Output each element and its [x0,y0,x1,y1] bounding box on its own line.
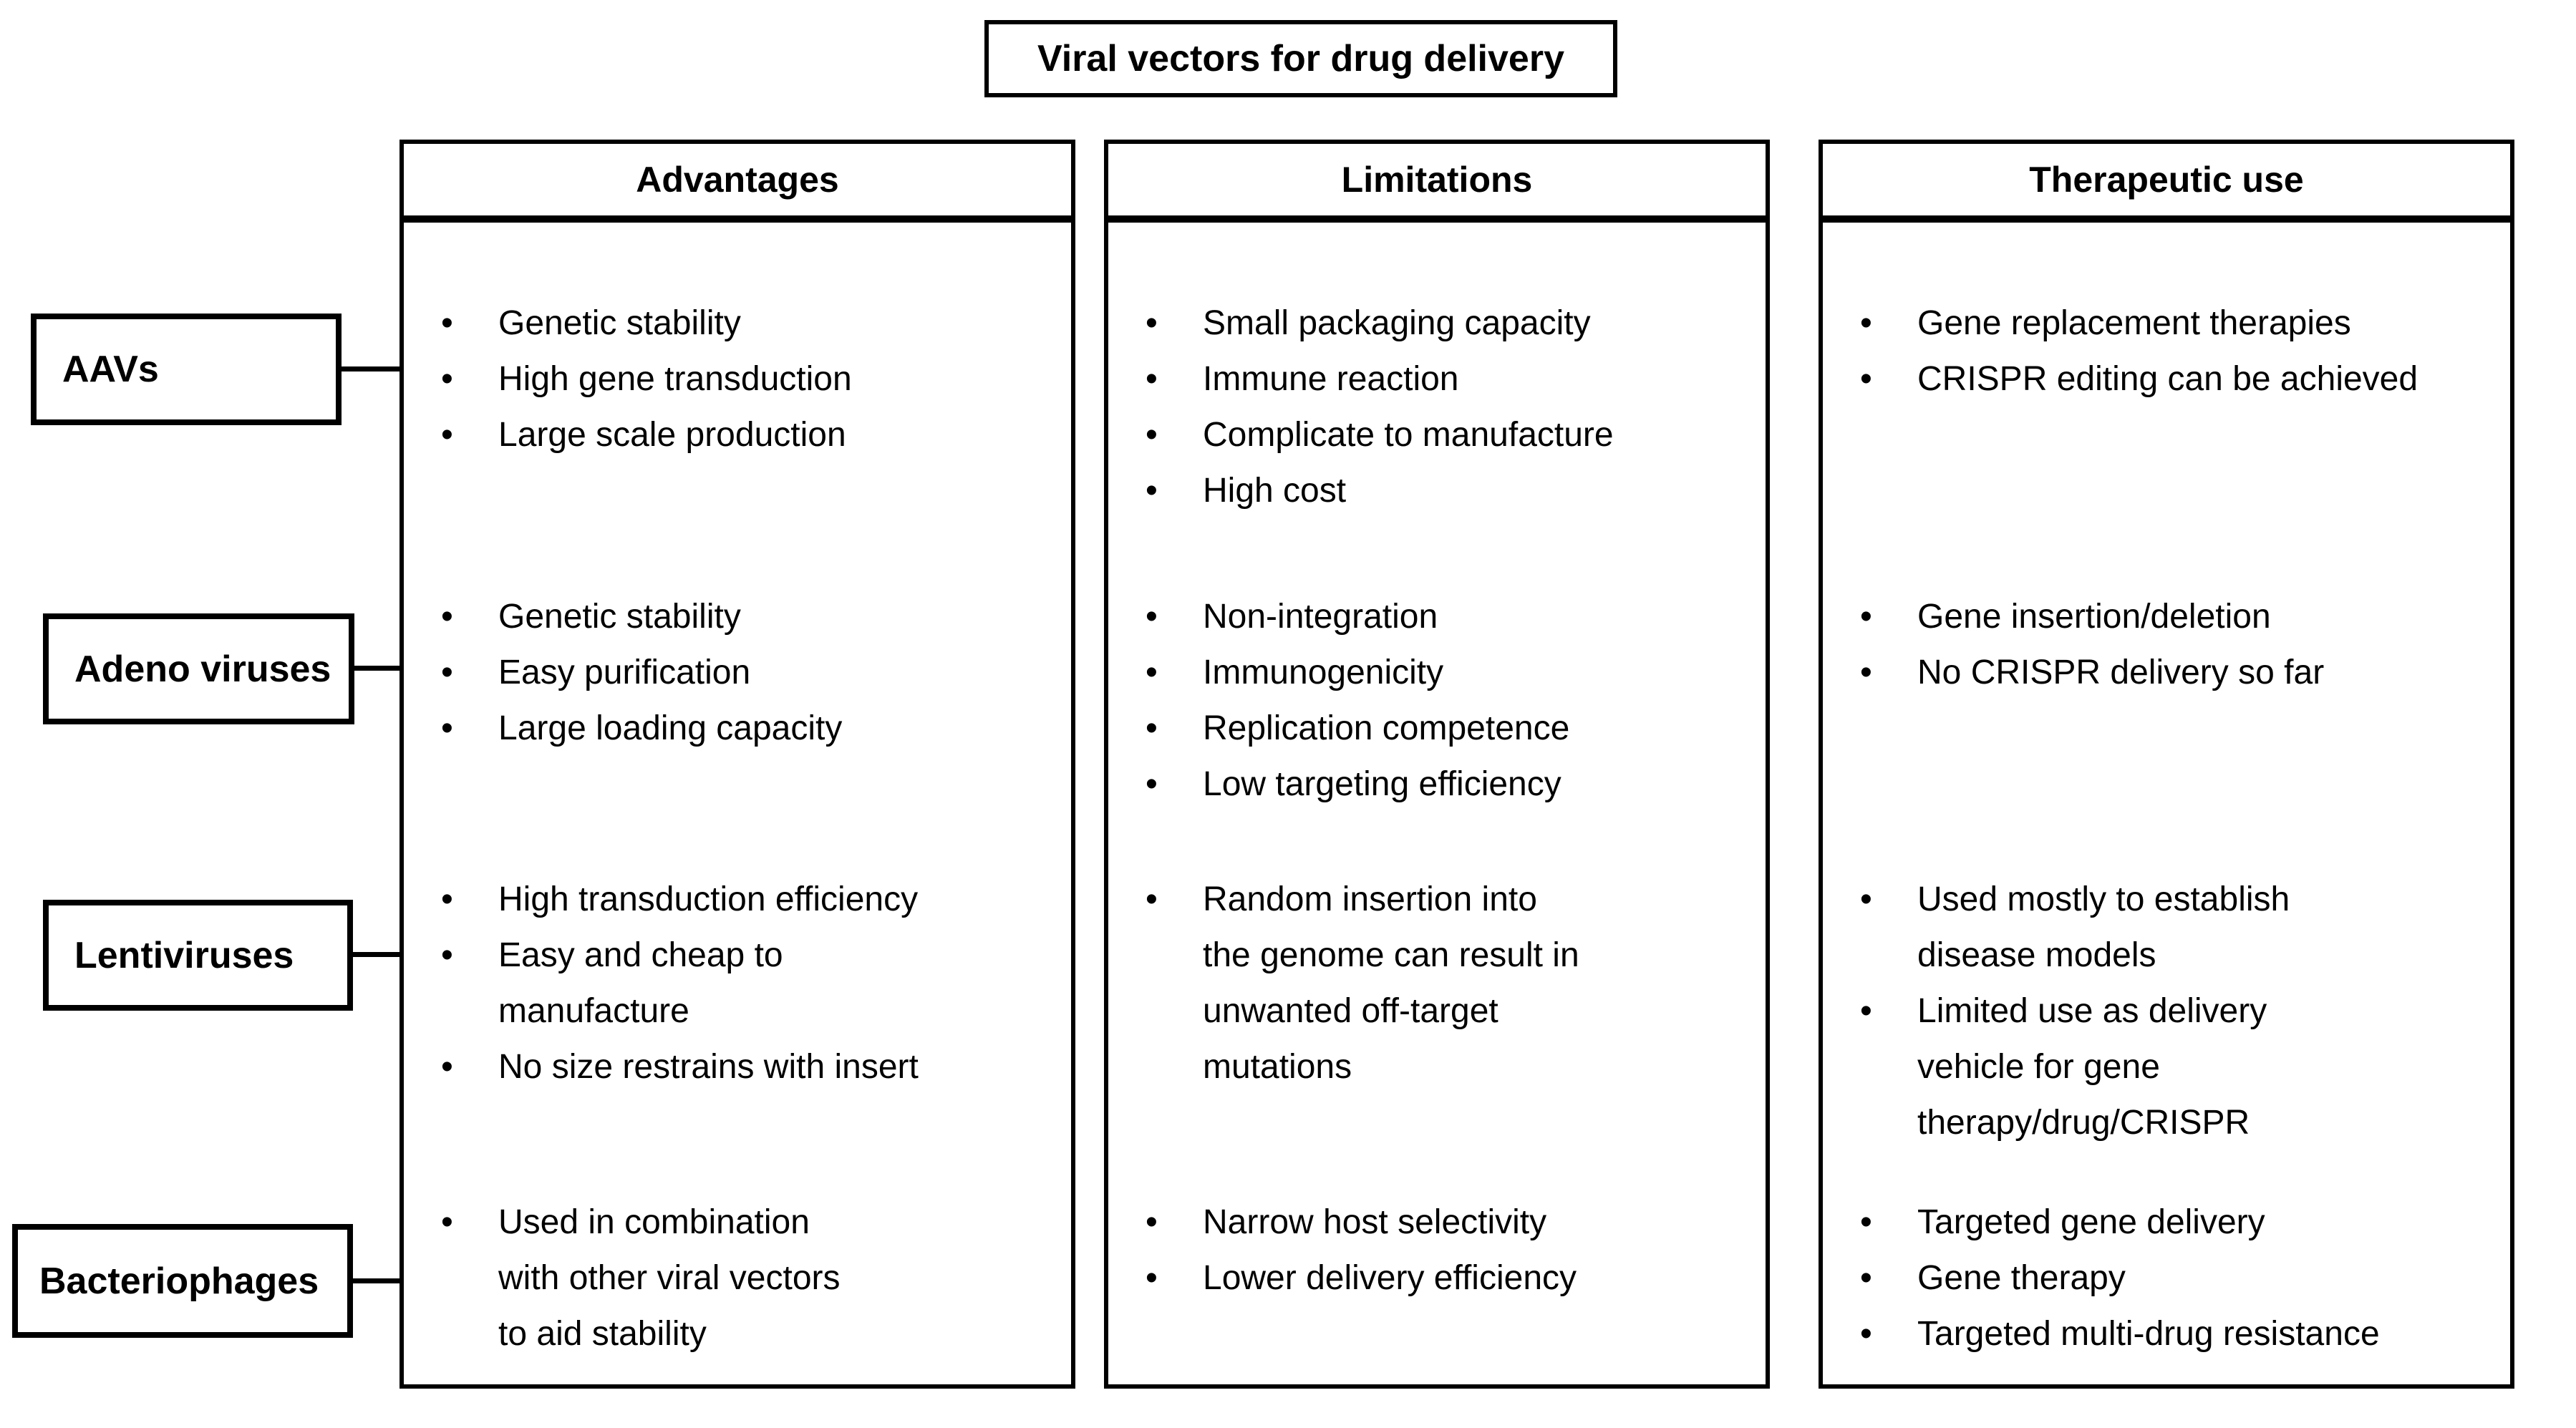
bullet-item: Genetic stability [404,589,1051,645]
bullet-item: Complicate to manufacture [1108,407,1745,463]
row-label-adeno-viruses-text: Adeno viruses [74,648,331,690]
bullet-item: Limited use as delivery vehicle for gene… [1823,983,2490,1151]
cell-aavs-therapeutic-use: Gene replacement therapiesCRISPR editing… [1823,296,2490,407]
cell-lentiviruses-therapeutic-use: Used mostly to establish disease modelsL… [1823,872,2490,1151]
bullet-item: Random insertion into the genome can res… [1108,872,1745,1095]
bullet-item: No CRISPR delivery so far [1823,645,2490,701]
bullet-item: Replication competence [1108,701,1745,757]
bullet-item: Gene replacement therapies [1823,296,2490,351]
connector-line-lentiviruses [352,952,403,957]
bullet-item: Narrow host selectivity [1108,1195,1745,1250]
bullet-item: High cost [1108,463,1745,519]
bullet-item: Gene therapy [1823,1250,2490,1306]
bullet-item: Immune reaction [1108,351,1745,407]
figure-title-box: Viral vectors for drug delivery [984,20,1617,97]
connector-line-adeno-viruses [353,666,403,671]
bullet-item: Targeted multi-drug resistance [1823,1306,2490,1362]
bullet-item: Easy and cheap to manufacture [404,928,1051,1039]
connector-line-aavs [340,366,403,371]
bullet-item: No size restrains with insert [404,1039,1051,1095]
column-header-advantages: Advantages [404,144,1071,223]
bullet-item: Large scale production [404,407,1051,463]
bullet-item: Small packaging capacity [1108,296,1745,351]
cell-lentiviruses-advantages: High transduction efficiencyEasy and che… [404,872,1051,1095]
cell-adeno-viruses-limitations: Non-integrationImmunogenicityReplication… [1108,589,1745,812]
bullet-item: CRISPR editing can be achieved [1823,351,2490,407]
bullet-item: High transduction efficiency [404,872,1051,928]
row-label-aavs: AAVs [31,314,342,425]
cell-lentiviruses-limitations: Random insertion into the genome can res… [1108,872,1745,1095]
bullet-item: Easy purification [404,645,1051,701]
bullet-item: Used mostly to establish disease models [1823,872,2490,983]
bullet-item: Lower delivery efficiency [1108,1250,1745,1306]
row-label-aavs-text: AAVs [62,349,159,390]
connector-line-bacteriophages [352,1278,403,1283]
bullet-item: Targeted gene delivery [1823,1195,2490,1250]
column-header-limitations: Limitations [1108,144,1766,223]
row-label-adeno-viruses: Adeno viruses [43,613,354,724]
column-limitations: Limitations Small packaging capacityImmu… [1104,140,1770,1389]
row-label-lentiviruses: Lentiviruses [43,900,353,1011]
column-therapeutic-use: Therapeutic use Gene replacement therapi… [1819,140,2514,1389]
cell-bacteriophages-limitations: Narrow host selectivityLower delivery ef… [1108,1195,1745,1306]
cell-bacteriophages-therapeutic-use: Targeted gene deliveryGene therapyTarget… [1823,1195,2490,1362]
bullet-item: Non-integration [1108,589,1745,645]
bullet-item: Gene insertion/deletion [1823,589,2490,645]
bullet-item: Large loading capacity [404,701,1051,757]
cell-aavs-limitations: Small packaging capacityImmune reactionC… [1108,296,1745,519]
row-label-lentiviruses-text: Lentiviruses [74,934,294,976]
bullet-item: Immunogenicity [1108,645,1745,701]
figure-title: Viral vectors for drug delivery [1037,38,1564,79]
bullet-item: Genetic stability [404,296,1051,351]
cell-adeno-viruses-advantages: Genetic stabilityEasy purificationLarge … [404,589,1051,757]
cell-adeno-viruses-therapeutic-use: Gene insertion/deletionNo CRISPR deliver… [1823,589,2490,701]
row-label-bacteriophages: Bacteriophages [12,1224,353,1338]
bullet-item: Used in combination with other viral vec… [404,1195,1051,1362]
cell-aavs-advantages: Genetic stabilityHigh gene transductionL… [404,296,1051,463]
bullet-item: High gene transduction [404,351,1051,407]
column-advantages: Advantages Genetic stabilityHigh gene tr… [400,140,1075,1389]
row-label-bacteriophages-text: Bacteriophages [39,1260,319,1302]
cell-bacteriophages-advantages: Used in combination with other viral vec… [404,1195,1051,1362]
column-header-therapeutic-use: Therapeutic use [1823,144,2510,223]
bullet-item: Low targeting efficiency [1108,757,1745,812]
